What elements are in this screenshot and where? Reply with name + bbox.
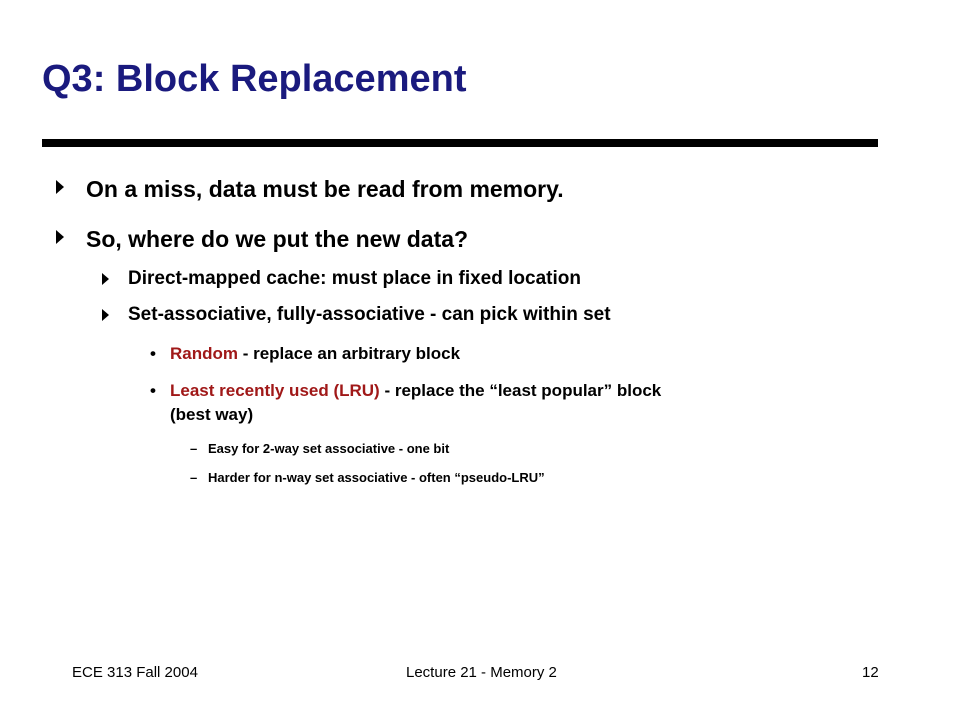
lru-text: - replace the “least popular” block bbox=[379, 381, 662, 400]
bullet-lru: Least recently used (LRU) - replace the … bbox=[170, 381, 661, 401]
bullet-miss-read: On a miss, data must be read from memory… bbox=[86, 176, 564, 202]
bullet-where-put: So, where do we put the new data? bbox=[86, 226, 469, 252]
footer-lecture: Lecture 21 - Memory 2 bbox=[406, 664, 557, 681]
slide-title: Q3: Block Replacement bbox=[42, 58, 467, 100]
dot-bullet: • bbox=[150, 344, 156, 363]
bullet-random: Random - replace an arbitrary block bbox=[170, 344, 460, 364]
triangle-bullet-icon bbox=[56, 230, 64, 244]
dot-bullet: • bbox=[150, 381, 156, 400]
footer-course: ECE 313 Fall 2004 bbox=[72, 664, 198, 681]
bullet-lru-continued: (best way) bbox=[170, 405, 254, 424]
dash-bullet: – bbox=[190, 470, 198, 485]
triangle-bullet-icon bbox=[102, 273, 109, 285]
lru-label: Least recently used (LRU) bbox=[170, 381, 380, 400]
bullet-n-way: Harder for n-way set associative - often… bbox=[208, 470, 545, 485]
title-divider bbox=[42, 139, 878, 147]
random-label: Random bbox=[170, 344, 238, 363]
triangle-bullet-icon bbox=[56, 180, 64, 194]
bullet-two-way: Easy for 2-way set associative - one bit bbox=[208, 441, 450, 456]
triangle-bullet-icon bbox=[102, 309, 109, 321]
bullet-direct-mapped: Direct-mapped cache: must place in fixed… bbox=[128, 268, 581, 289]
dash-bullet: – bbox=[190, 441, 198, 456]
footer-page-number: 12 bbox=[862, 664, 879, 681]
random-text: - replace an arbitrary block bbox=[238, 344, 461, 363]
bullet-set-associative: Set-associative, fully-associative - can… bbox=[128, 304, 611, 325]
